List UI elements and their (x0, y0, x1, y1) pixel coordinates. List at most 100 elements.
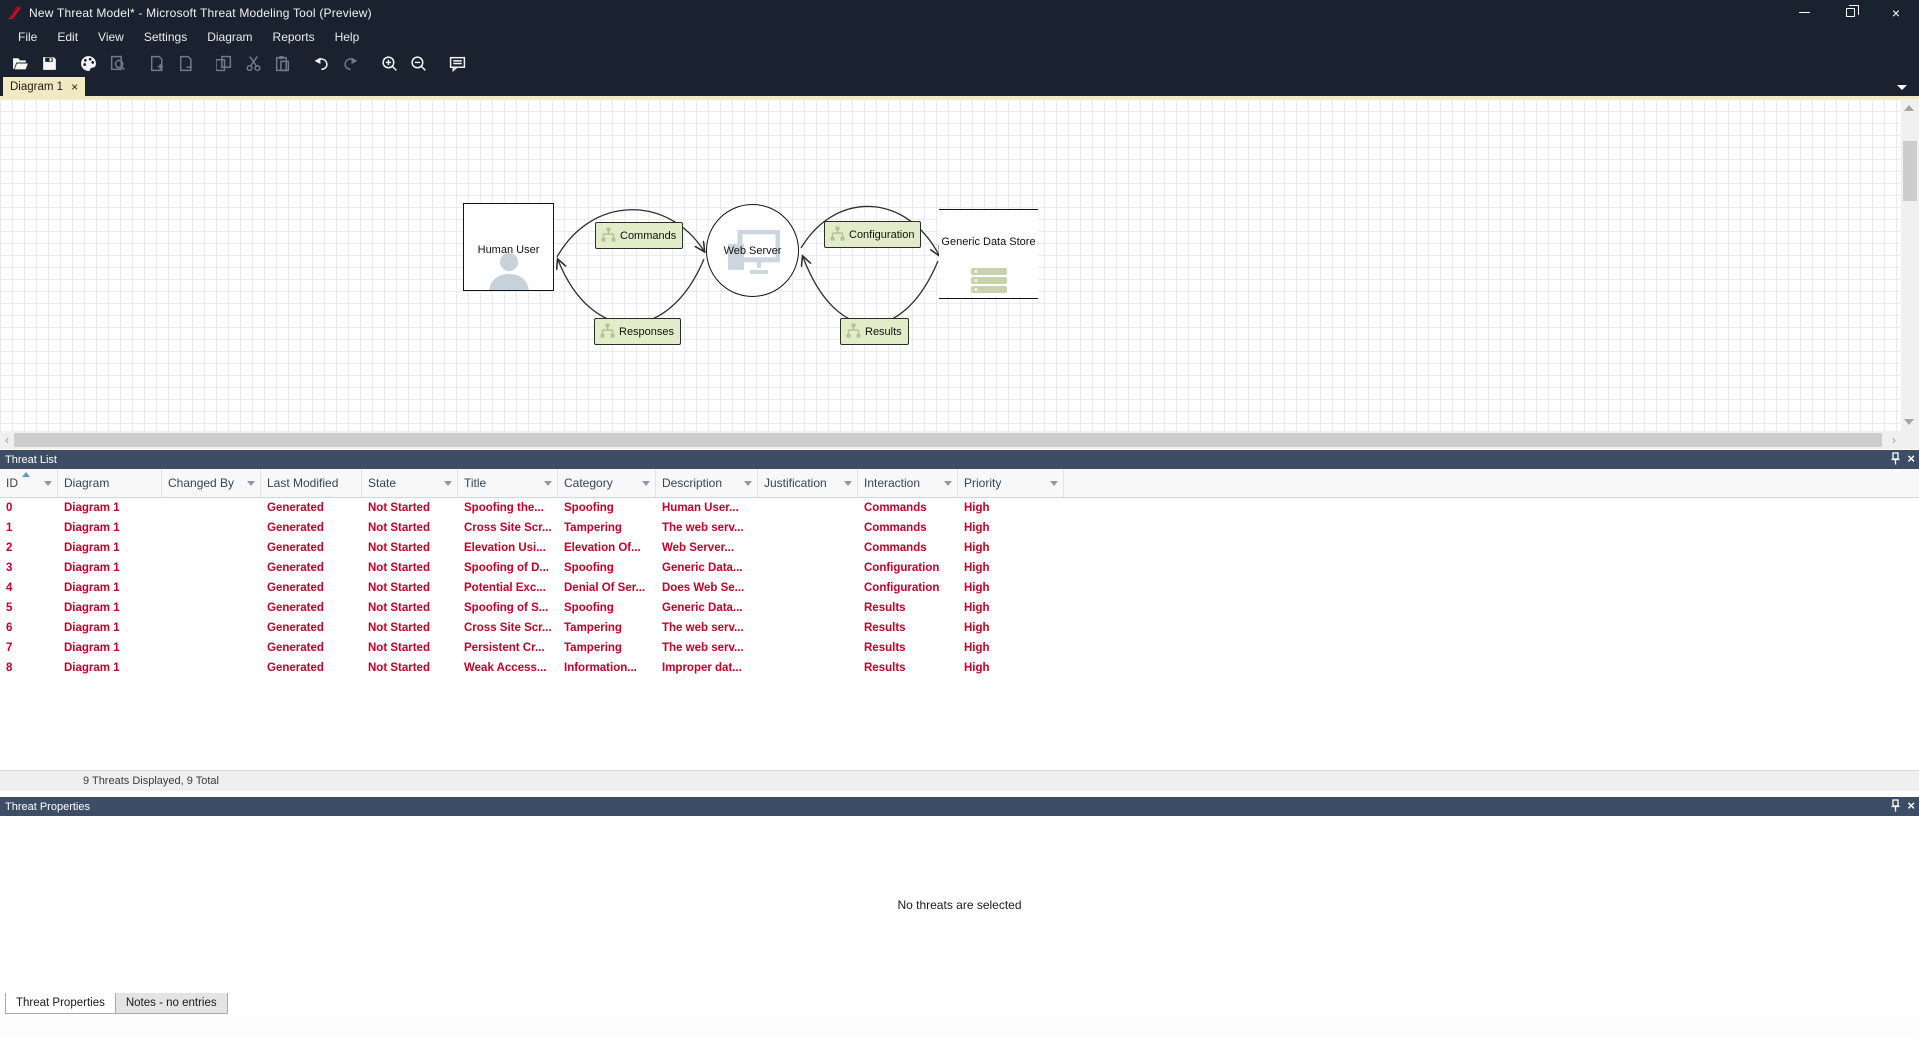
open-file-button[interactable] (6, 50, 35, 76)
remove-diagram-button[interactable] (171, 50, 200, 76)
menu-settings[interactable]: Settings (143, 30, 188, 44)
tab-close-icon[interactable] (71, 81, 78, 93)
scroll-down-icon[interactable] (1904, 419, 1914, 425)
threat-list-close-icon[interactable] (1907, 452, 1915, 465)
node-human-user[interactable]: Human User (463, 203, 554, 291)
horizontal-scroll-thumb[interactable] (14, 433, 1882, 447)
canvas-vertical-scrollbar[interactable] (1901, 99, 1919, 449)
tab-diagram-1[interactable]: Diagram 1 (3, 77, 86, 96)
flow-arc-results[interactable] (803, 257, 939, 325)
column-header-justification[interactable]: Justification (758, 469, 858, 497)
flow-label-responses[interactable]: Responses (594, 318, 682, 345)
diagram-canvas[interactable]: Human User Web Server Generic Data Store… (0, 99, 1901, 431)
threat-list-title: Threat List (5, 453, 57, 466)
scroll-up-icon[interactable] (1904, 105, 1914, 111)
cut-icon (246, 55, 261, 71)
column-header-priority[interactable]: Priority (958, 469, 1064, 497)
feedback-button[interactable] (443, 50, 472, 76)
flow-arc-responses[interactable] (558, 259, 705, 325)
flow-type-icon (846, 323, 861, 338)
menu-reports[interactable]: Reports (272, 30, 315, 44)
menu-diagram[interactable]: Diagram (207, 30, 253, 44)
pin-icon[interactable] (1890, 452, 1901, 465)
column-header-description[interactable]: Description (656, 469, 758, 497)
column-header-diagram[interactable]: Diagram (58, 469, 162, 497)
flow-label-results[interactable]: Results (840, 318, 909, 345)
threat-cell: Cross Site Scr... (464, 522, 552, 534)
threat-cell: Human User... (662, 502, 739, 514)
threat-properties-close-icon[interactable] (1907, 799, 1915, 812)
tab-notes[interactable]: Notes - no entries (115, 993, 228, 1014)
filter-dropdown-icon[interactable] (44, 480, 52, 486)
pin-icon[interactable] (1890, 799, 1901, 812)
filter-dropdown-icon[interactable] (944, 480, 952, 486)
zoom-out-button[interactable] (404, 50, 433, 76)
filter-dropdown-icon[interactable] (544, 480, 552, 486)
filter-dropdown-icon[interactable] (444, 480, 452, 486)
menu-help[interactable]: Help (334, 30, 360, 44)
column-header-state[interactable]: State (362, 469, 458, 497)
node-web-server[interactable]: Web Server (706, 204, 799, 297)
vertical-scroll-thumb[interactable] (1903, 141, 1917, 201)
preview-report-button[interactable] (103, 50, 132, 76)
column-header-category[interactable]: Category (558, 469, 656, 497)
filter-dropdown-icon[interactable] (642, 480, 650, 486)
column-header-interaction[interactable]: Interaction (858, 469, 958, 497)
redo-button[interactable] (336, 50, 365, 76)
column-header-id[interactable]: ID (0, 469, 58, 497)
node-generic-data-store[interactable]: Generic Data Store (939, 209, 1038, 299)
threat-cell: Configuration (864, 562, 940, 574)
menu-view[interactable]: View (98, 30, 124, 44)
threat-cell: Generated (267, 622, 324, 634)
close-button[interactable] (1873, 0, 1919, 25)
scroll-left-icon[interactable] (0, 435, 14, 445)
threat-cell: Not Started (368, 642, 430, 654)
canvas-horizontal-scrollbar[interactable] (0, 431, 1901, 449)
filter-dropdown-icon[interactable] (247, 480, 255, 486)
tab-overflow-dropdown-icon[interactable] (1897, 85, 1907, 90)
column-label: Priority (964, 476, 1002, 490)
palette-button[interactable] (74, 50, 103, 76)
copy-icon (216, 55, 232, 71)
tab-label: Diagram 1 (10, 80, 64, 93)
paste-button[interactable] (268, 50, 297, 76)
save-button[interactable] (35, 50, 64, 76)
undo-button[interactable] (307, 50, 336, 76)
menu-file[interactable]: File (18, 30, 38, 44)
threat-cell: Configuration (864, 582, 940, 594)
zoom-in-button[interactable] (375, 50, 404, 76)
restore-button[interactable] (1827, 0, 1873, 25)
column-header-changed-by[interactable]: Changed By (162, 469, 261, 497)
flow-label-commands[interactable]: Commands (595, 222, 684, 249)
threat-cell: High (964, 542, 990, 554)
minimize-button[interactable] (1781, 0, 1827, 25)
threat-cell: Elevation Of... (564, 542, 641, 554)
filter-dropdown-icon[interactable] (744, 480, 752, 486)
threat-cell: Not Started (368, 562, 430, 574)
column-header-title[interactable]: Title (458, 469, 558, 497)
threat-cell: Commands (864, 502, 927, 514)
filter-dropdown-icon[interactable] (844, 480, 852, 486)
tab-threat-properties[interactable]: Threat Properties (5, 993, 116, 1014)
scroll-right-icon[interactable] (1887, 435, 1901, 445)
flow-arc-commands[interactable] (556, 209, 704, 258)
copy-button[interactable] (210, 50, 239, 76)
threat-cell: Diagram 1 (64, 522, 120, 534)
flow-label-configuration[interactable]: Configuration (824, 221, 922, 248)
add-diagram-button[interactable] (142, 50, 171, 76)
menu-edit[interactable]: Edit (57, 30, 79, 44)
column-header-last-modified[interactable]: Last Modified (261, 469, 362, 497)
flow-arc-configuration[interactable] (800, 205, 939, 255)
filter-dropdown-icon[interactable] (1050, 480, 1058, 486)
threat-cell: Not Started (368, 602, 430, 614)
cut-button[interactable] (239, 50, 268, 76)
